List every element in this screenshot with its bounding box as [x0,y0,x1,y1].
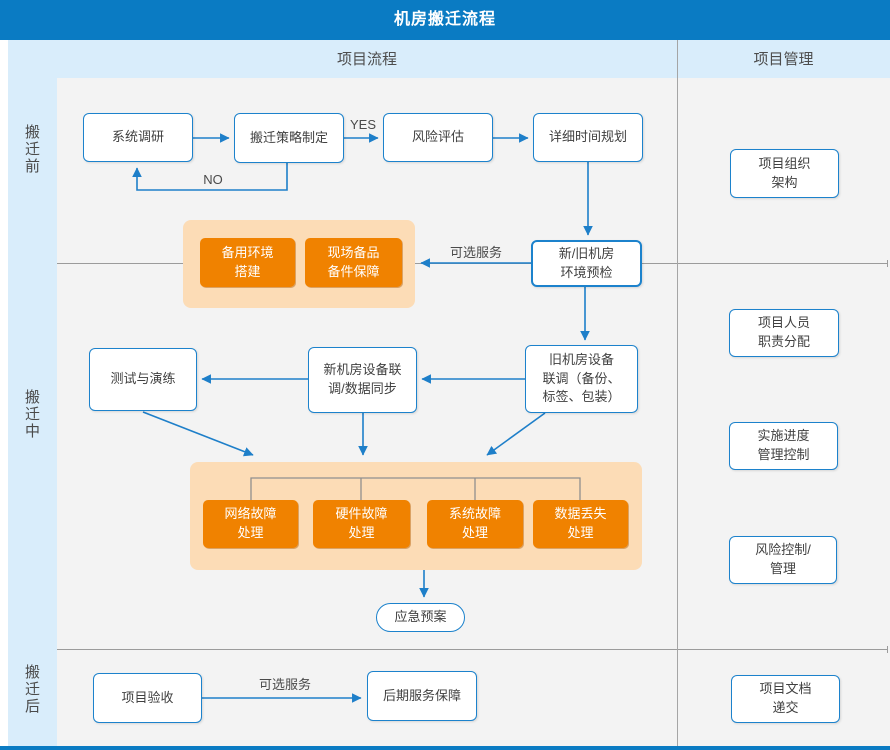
node-spare-parts: 现场备品 备件保障 [305,238,402,287]
node-old-room: 旧机房设备 联调（备份、 标签、包装） [525,345,638,413]
edge-label-optional-bottom: 可选服务 [258,677,311,692]
node-strategy: 搬迁策略制定 [234,113,344,163]
node-test-drill: 测试与演练 [89,348,197,411]
node-progress-ctrl: 实施进度 管理控制 [729,422,838,470]
node-backup-env: 备用环境 搭建 [200,238,295,287]
phase-label-before: 搬迁前 [23,124,40,175]
phase-label-after: 搬迁后 [23,664,40,715]
node-env-precheck: 新/旧机房 环境预检 [531,240,642,287]
row-divider-1 [57,263,888,264]
node-doc-delivery: 项目文档 递交 [731,675,840,723]
page-title: 机房搬迁流程 [393,11,496,28]
node-staff-duty: 项目人员 职责分配 [729,309,839,357]
edge-label-no: NO [203,172,223,187]
node-new-room: 新机房设备联 调/数据同步 [308,347,417,413]
node-data-loss: 数据丢失 处理 [533,500,628,548]
node-system-research: 系统调研 [83,113,193,162]
row-divider-2-end [887,646,888,653]
row-divider-2 [57,649,888,650]
node-org-structure: 项目组织 架构 [730,149,839,198]
node-emergency-plan: 应急预案 [376,603,465,632]
edge-label-yes: YES [349,117,376,132]
edge-label-optional-top: 可选服务 [449,245,502,260]
phase-sidebar [8,78,57,746]
node-time-plan: 详细时间规划 [533,113,643,162]
phase-label-during: 搬迁中 [23,389,40,440]
node-risk-ctrl: 风险控制/ 管理 [729,536,837,584]
column-divider [677,40,678,746]
node-post-service: 后期服务保障 [367,671,477,721]
bottom-accent-bar [0,746,890,750]
column-header-process: 项目流程 [336,51,397,68]
node-net-fault: 网络故障 处理 [203,500,298,548]
node-risk-assessment: 风险评估 [383,113,493,162]
node-acceptance: 项目验收 [93,673,202,723]
node-sys-fault: 系统故障 处理 [427,500,523,548]
node-hw-fault: 硬件故障 处理 [313,500,410,548]
column-header-strip [8,40,890,78]
row-divider-1-end [887,260,888,267]
column-header-management: 项目管理 [753,51,814,68]
title-bar: 机房搬迁流程 [0,0,890,40]
